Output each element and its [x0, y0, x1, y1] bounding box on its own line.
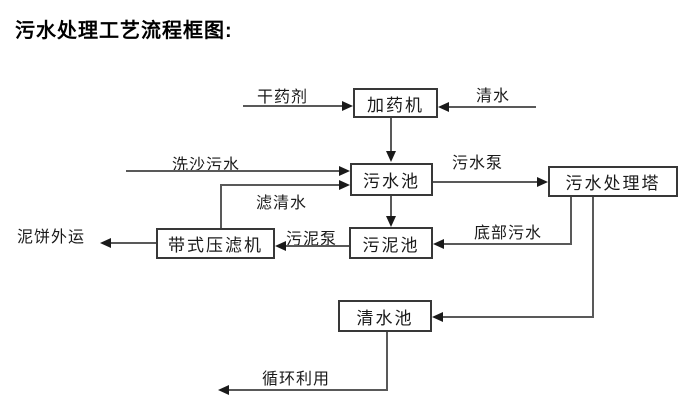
edge-filtered-water-line — [220, 184, 339, 186]
diagram-title: 污水处理工艺流程框图: — [15, 20, 233, 42]
edge-clear-water-line — [448, 106, 536, 108]
edge-label-filtered-water: 滤清水 — [256, 195, 308, 212]
arrow-left-icon — [433, 239, 444, 249]
edge-sewage-to-sludge-line — [390, 196, 392, 217]
arrow-left-icon — [432, 312, 443, 322]
arrow-left-icon — [100, 238, 111, 248]
edge-label-mud-cake-out: 泥饼外运 — [17, 229, 86, 246]
edge-bottom-sewage-line — [444, 243, 572, 245]
edge-recycle-line — [229, 389, 388, 391]
edge-bottom-sewage-vline — [570, 197, 572, 245]
edge-recycle-vline — [386, 332, 388, 391]
node-sewage-pool: 污水池 — [350, 163, 433, 196]
arrow-down-icon — [386, 216, 396, 227]
edge-label-bottom-sewage: 底部污水 — [474, 225, 543, 242]
node-belt-filter-press: 带式压滤机 — [156, 228, 275, 259]
arrow-left-icon — [218, 385, 229, 395]
edge-label-clear-water: 清水 — [476, 88, 511, 105]
edge-dosing-to-sewage-line — [390, 118, 392, 152]
edge-label-sludge-pump: 污泥泵 — [286, 231, 338, 248]
edge-label-dry-agent: 干药剂 — [257, 89, 309, 106]
edge-label-sewage-pump: 污水泵 — [452, 155, 504, 172]
edge-label-recycle: 循环利用 — [262, 371, 331, 388]
node-clear-water-pool: 清水池 — [338, 300, 432, 332]
edge-tower-to-clear-vline — [592, 197, 594, 318]
edge-dry-agent-line — [243, 105, 343, 107]
edge-mud-cake-line — [111, 242, 156, 244]
arrow-right-icon — [537, 177, 548, 187]
arrow-left-icon — [275, 241, 286, 251]
edge-tower-to-clear-line — [443, 316, 594, 318]
edge-sewage-pump-line — [433, 181, 537, 183]
arrow-right-icon — [339, 180, 350, 190]
edge-label-sand-wash-sewage: 洗沙污水 — [172, 157, 241, 174]
edge-filtered-water-vline — [220, 184, 222, 228]
edge-sludge-pump-line — [286, 245, 349, 247]
node-dosing-machine: 加药机 — [353, 88, 438, 118]
arrow-left-icon — [438, 102, 449, 112]
edge-sand-wash-line — [126, 170, 339, 172]
arrow-right-icon — [342, 101, 353, 111]
arrow-down-icon — [386, 151, 396, 162]
arrow-right-icon — [339, 166, 350, 176]
node-sludge-pool: 污泥池 — [349, 227, 433, 259]
node-treatment-tower: 污水处理塔 — [548, 166, 678, 197]
